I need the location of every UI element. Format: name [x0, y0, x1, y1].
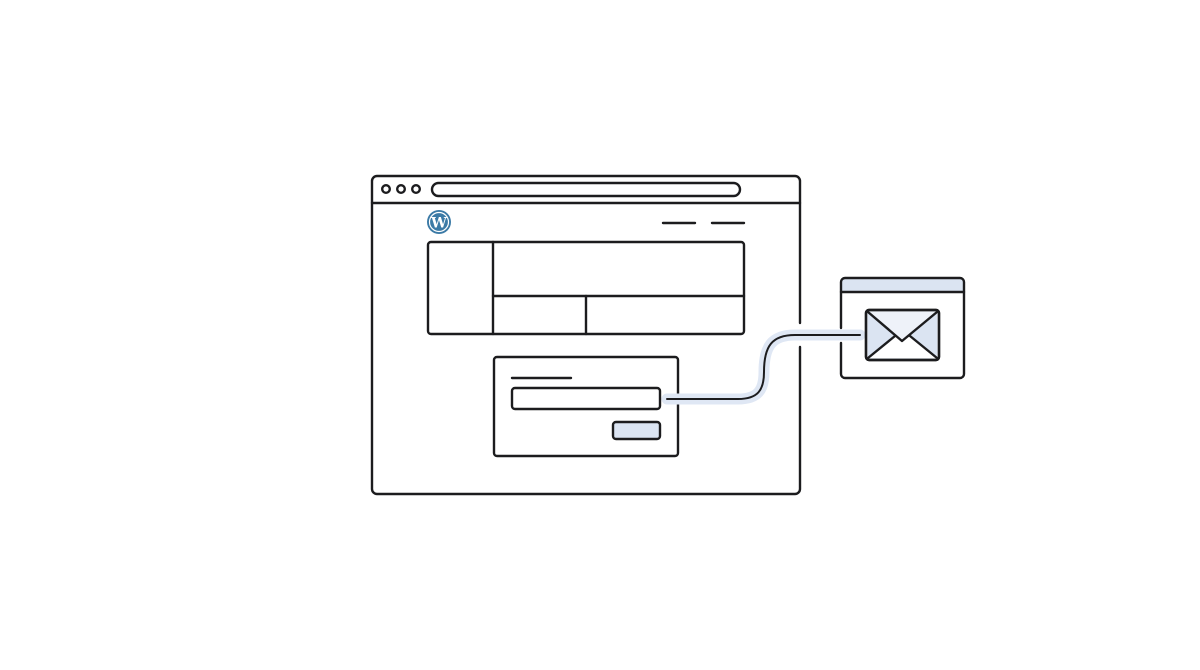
email-window-frame [839, 276, 966, 380]
form-input-field [510, 386, 662, 411]
window-dot-icon [396, 183, 407, 194]
browser-window [370, 174, 802, 496]
wordpress-logo-letter: W [430, 216, 447, 232]
browser-frame [370, 174, 802, 496]
form-submit-button [611, 420, 662, 441]
email-window [839, 276, 966, 380]
form-to-email-connector [666, 334, 861, 400]
window-dot-icon [411, 183, 422, 194]
address-bar [430, 181, 742, 198]
email-window-header [841, 278, 964, 292]
wordpress-logo: W [427, 210, 451, 234]
window-dot-icon [381, 183, 392, 194]
envelope-icon [864, 308, 941, 362]
contact-form-card [492, 355, 680, 458]
